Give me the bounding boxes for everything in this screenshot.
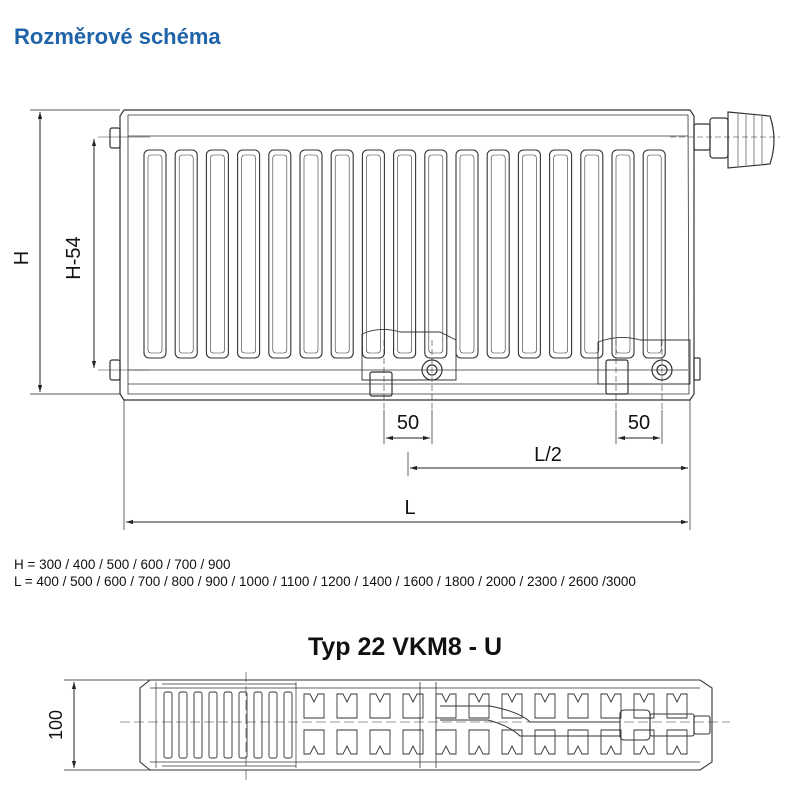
section-fins [163,691,688,759]
fin-left [238,691,248,759]
dimension-lines [30,109,691,530]
fin-left [193,691,203,759]
fin-right [534,693,556,755]
length-options: L = 400 / 500 / 600 / 700 / 800 / 900 / … [14,574,636,589]
fin-right [501,693,523,755]
rib-inner [459,154,475,354]
fin-right [435,693,457,755]
rib-inner [615,154,631,354]
rib [205,149,229,359]
label-h-54: H-54 [63,236,85,279]
rib [143,149,167,359]
rib [393,149,417,359]
radiator-section-view [120,672,730,780]
rib-inner [646,154,662,354]
fin-left [208,691,218,759]
rib-inner [334,154,350,354]
rib-inner [553,154,568,354]
type-label: Typ 22 VKM8 - U [307,633,503,661]
fin-left [268,691,278,759]
rib [299,149,323,359]
bottom-connection-left [361,329,457,410]
fin-right [369,693,391,755]
label-l: L [404,497,415,519]
fin-left [283,691,293,759]
rib [517,149,541,359]
fin-left [223,691,233,759]
radiator-front-view [98,109,780,410]
rib [642,149,666,359]
fin-right [666,693,688,755]
label-h: H [11,251,33,265]
rib-inner [241,154,256,354]
rib [424,149,448,359]
fin-left [253,691,263,759]
fin-left [163,691,173,759]
rib [455,149,479,359]
rib-inner [178,154,194,354]
rib [330,149,354,359]
rib-inner [303,154,319,354]
rib [549,149,573,359]
rib-inner [366,154,381,354]
label-50-right: 50 [628,412,650,434]
radiator-ribs [143,149,666,359]
label-100: 100 [46,710,66,740]
rib-inner [397,154,412,354]
rib-inner [147,154,163,354]
section-dimension-lines [64,679,150,771]
fin-right [567,693,589,755]
rib [237,149,261,359]
rib-inner [272,154,288,354]
rib [174,149,198,359]
fin-right [303,693,325,755]
fin-right [468,693,490,755]
thermostatic-valve [670,111,780,169]
rib-inner [522,154,537,354]
label-50-left: 50 [397,412,419,434]
rib-inner [584,154,600,354]
rib [486,149,510,359]
rib [611,149,635,359]
rib [580,149,604,359]
fin-right [336,693,358,755]
fin-left [178,691,188,759]
rib-inner [490,154,506,354]
height-options: H = 300 / 400 / 500 / 600 / 700 / 900 [14,557,231,572]
rib [268,149,292,359]
fin-right [402,693,424,755]
rib-inner [428,154,444,354]
rib [361,149,385,359]
fin-right [633,693,655,755]
bottom-connection-right [597,337,701,410]
page-title: Rozměrové schéma [14,24,221,49]
fin-right [600,693,622,755]
rib-inner [210,154,225,354]
label-l-half: L/2 [534,444,562,466]
